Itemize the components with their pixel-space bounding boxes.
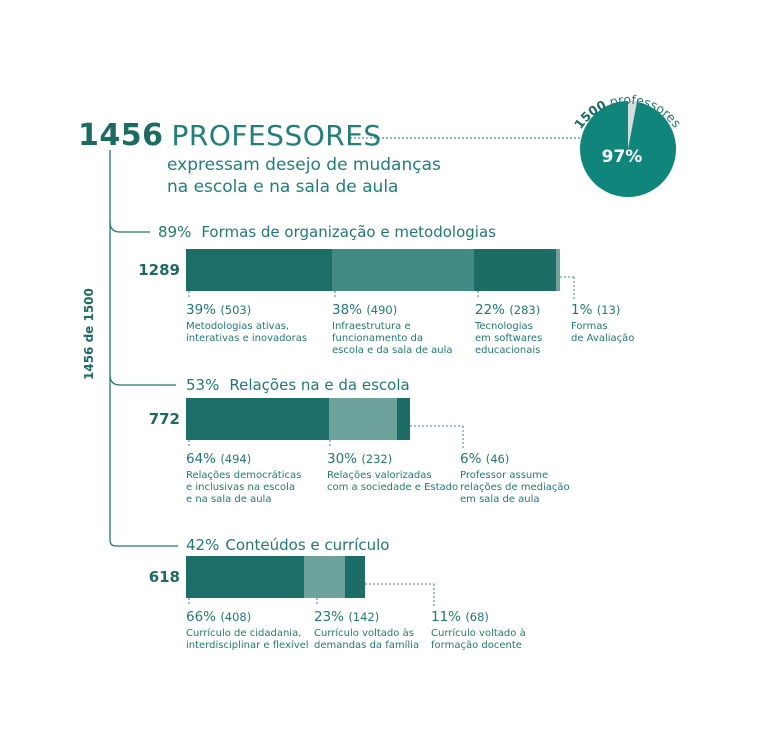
segment-percent: 22% (283)	[475, 302, 541, 318]
segment-description: Currículo de cidadania,interdisciplinar …	[186, 628, 309, 651]
pie-slice-rest	[628, 101, 637, 149]
stacked-bar	[186, 398, 410, 440]
segment-percent: 30% (232)	[327, 451, 393, 467]
bar-segment	[304, 556, 346, 598]
category-percent: 42%	[186, 536, 220, 554]
headline-subtitle: expressam desejo de mudanças na escola e…	[167, 154, 441, 198]
bar-segment	[186, 249, 332, 291]
bar-segment	[329, 398, 397, 440]
segment-percent: 39% (503)	[186, 302, 252, 318]
segment-percent: 38% (490)	[332, 302, 398, 318]
category-title: 89% Formas de organização e metodologias	[158, 223, 496, 241]
bar-total-label: 618	[148, 568, 180, 586]
stacked-bar	[186, 556, 365, 598]
category-percent: 89%	[158, 223, 192, 241]
bar-segment	[556, 249, 560, 291]
category-title: 42% Conteúdos e currículo	[186, 536, 390, 554]
category-label: Relações na e da escola	[229, 376, 410, 394]
segment-percent: 6% (46)	[460, 451, 510, 467]
bar-segment	[396, 398, 410, 440]
pie-center-label: 97%	[602, 147, 643, 167]
subtitle-line-1: expressam desejo de mudanças	[167, 155, 441, 175]
segment-percent: 11% (68)	[431, 609, 489, 625]
headline-word: PROFESSORES	[171, 119, 382, 152]
bar-segment	[331, 249, 475, 291]
category-title: 53% Relações na e da escola	[186, 376, 410, 394]
segment-description: Metodologias ativas,interativas e inovad…	[186, 321, 308, 344]
segment-percent: 64% (494)	[186, 451, 252, 467]
bar-segment	[186, 398, 330, 440]
subtitle-line-2: na escola e na sala de aula	[167, 177, 399, 197]
segment-percent: 23% (142)	[314, 609, 380, 625]
bar-total-label: 1289	[138, 261, 180, 279]
category-label: Formas de organização e metodologias	[201, 223, 496, 241]
category-percent: 53%	[186, 376, 220, 394]
segment-percent: 66% (408)	[186, 609, 252, 625]
segment-percent: 1% (13)	[571, 302, 621, 318]
headline-number: 1456	[78, 118, 164, 153]
bar-total-label: 772	[148, 410, 180, 428]
category-label: Conteúdos e currículo	[225, 536, 390, 554]
bar-segment	[345, 556, 365, 598]
bar-segment	[474, 249, 557, 291]
bar-segment	[186, 556, 305, 598]
stacked-bar	[186, 249, 560, 291]
headline: 1456 PROFESSORES	[78, 118, 382, 153]
